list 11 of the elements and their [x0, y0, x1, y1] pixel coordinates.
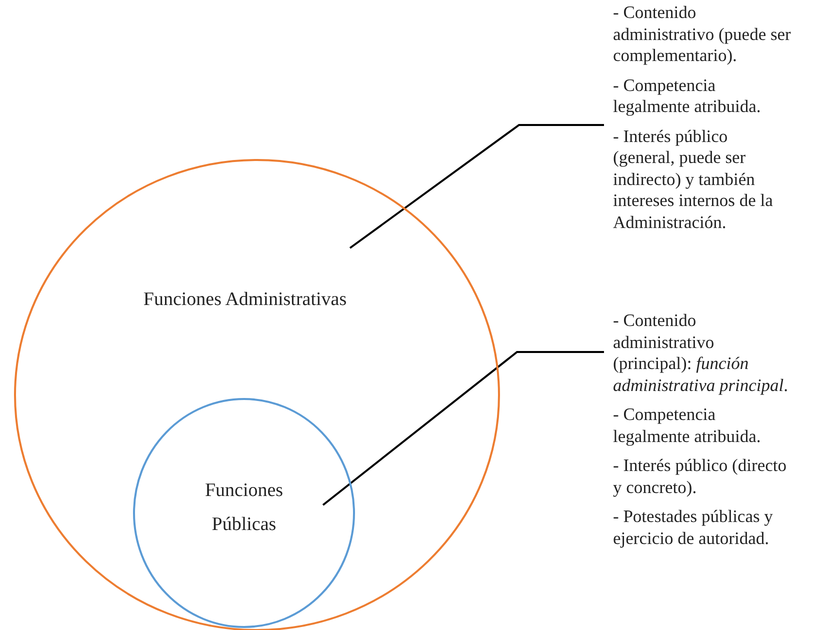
- bullet-text: - Interés público (general, puede ser indirecto) y también intereses internos de la Administración.: [613, 126, 773, 232]
- circle-label: Funciones Administrativas: [143, 289, 347, 310]
- leader-line: [322, 351, 604, 506]
- bullet-text: - Competencia legalmente atribuida.: [613, 74, 761, 116]
- bullet-text: - Contenido administrativo (principal): función administrativa principal.: [613, 310, 788, 394]
- leader-line: [349, 124, 604, 249]
- bullet-text: - Interés público (directo y concreto).: [613, 455, 786, 496]
- circle-label: Funciones Públicas: [204, 480, 284, 535]
- bullet-text: - Potestades públicas y ejercicio de autoridad.: [613, 506, 773, 548]
- bullet-text: - Competencia legalmente atribuida.: [613, 404, 761, 446]
- bullet-text: - Contenido administrativo (puede ser complementario).: [613, 2, 791, 65]
